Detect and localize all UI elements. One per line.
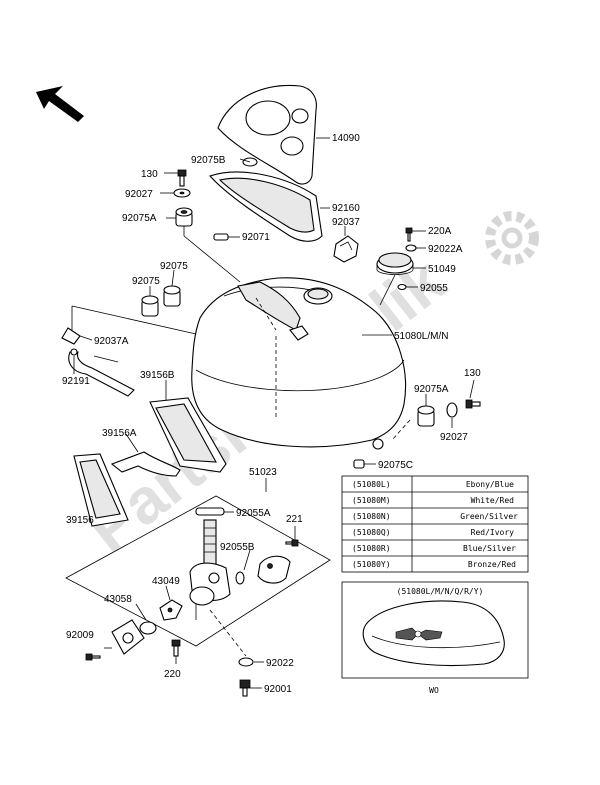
table-code: (51080Q) bbox=[352, 528, 391, 537]
panel-39156-part bbox=[73, 453, 129, 527]
oring-92055B-part bbox=[235, 571, 245, 585]
meter-cover-part bbox=[217, 84, 317, 185]
washer-92022A-part bbox=[405, 244, 417, 252]
label-220: 220 bbox=[164, 669, 181, 680]
lever-43049-part bbox=[159, 599, 183, 621]
washer-92027-right-part bbox=[446, 402, 458, 418]
table-code: (51080N) bbox=[352, 512, 391, 521]
table-color: Red/Ivory bbox=[471, 528, 515, 537]
table-code: (51080R) bbox=[352, 544, 391, 553]
screw-92009-part bbox=[85, 653, 101, 661]
washer-92027-part bbox=[173, 188, 191, 198]
washer-92022-part bbox=[238, 657, 254, 667]
label-92022: 92022 bbox=[266, 658, 294, 669]
bolt-130-part bbox=[177, 169, 187, 187]
label-92075A-right: 92075A bbox=[414, 384, 449, 395]
fuel-tank-51080-part bbox=[191, 277, 407, 450]
label-51080: 51080L/M/N bbox=[394, 331, 448, 342]
fuel-cock-body-part bbox=[189, 519, 231, 620]
table-row: (51080L) Ebony/Blue bbox=[352, 480, 514, 489]
wing-emblem-icon bbox=[395, 627, 443, 641]
label-43049: 43049 bbox=[152, 576, 180, 587]
label-92055A: 92055A bbox=[236, 508, 271, 519]
table-color: White/Red bbox=[471, 496, 515, 505]
damper-92075C-part bbox=[353, 459, 365, 469]
screw-220-part bbox=[171, 639, 181, 657]
bolt-130-right-part bbox=[465, 399, 481, 409]
damper-92075-pair-part bbox=[141, 285, 181, 317]
plate-92009-part bbox=[111, 619, 145, 655]
label-92075-upper: 92075 bbox=[160, 261, 188, 272]
label-39156A: 39156A bbox=[102, 428, 137, 439]
bolt-92001-part bbox=[239, 679, 251, 697]
gear-icon bbox=[485, 211, 539, 265]
label-92009: 92009 bbox=[66, 630, 94, 641]
tank-emblem-inset: (51080L/M/N/Q/R/Y) WO bbox=[341, 581, 529, 695]
label-92075B: 92075B bbox=[191, 155, 226, 166]
label-92075-lower: 92075 bbox=[132, 276, 160, 287]
part-labels: 14090 92075B 130 92027 92075A 92160 9203… bbox=[62, 133, 481, 695]
panel-39156A-part bbox=[110, 451, 181, 477]
label-92055B: 92055B bbox=[220, 542, 255, 553]
table-code: (51080M) bbox=[352, 496, 391, 505]
label-92160: 92160 bbox=[332, 203, 360, 214]
label-39156: 39156 bbox=[66, 515, 94, 526]
panel-39156B-part bbox=[149, 397, 227, 473]
inset-note: WO bbox=[429, 686, 439, 695]
front-direction-arrow-icon bbox=[36, 86, 84, 122]
table-color: Bronze/Red bbox=[468, 560, 516, 569]
label-39156B: 39156B bbox=[140, 370, 175, 381]
screw-220A-part bbox=[405, 227, 413, 242]
label-92191: 92191 bbox=[62, 376, 90, 387]
table-row: (51080Y) Bronze/Red bbox=[352, 560, 516, 569]
oring-43058-part bbox=[139, 621, 157, 635]
table-color: Blue/Silver bbox=[463, 544, 516, 553]
label-14090: 14090 bbox=[332, 133, 360, 144]
clamp-92037-part bbox=[333, 235, 359, 263]
label-92037: 92037 bbox=[332, 217, 360, 228]
label-92027-right: 92027 bbox=[440, 432, 468, 443]
hose-92191-part bbox=[68, 348, 135, 397]
label-92037A: 92037A bbox=[94, 336, 129, 347]
label-92055: 92055 bbox=[420, 283, 448, 294]
table-row: (51080N) Green/Silver bbox=[352, 512, 518, 521]
damper-92075A-right-part bbox=[417, 405, 435, 427]
label-92001: 92001 bbox=[264, 684, 292, 695]
clip-92037A-part bbox=[61, 327, 81, 345]
label-51049: 51049 bbox=[428, 264, 456, 275]
label-51023: 51023 bbox=[249, 467, 277, 478]
gasket-92160-part bbox=[209, 171, 323, 242]
table-color: Green/Silver bbox=[460, 512, 518, 521]
fuel-cap-51049-part bbox=[376, 252, 414, 275]
table-code: (51080Y) bbox=[352, 560, 391, 569]
label-92027-top: 92027 bbox=[125, 189, 153, 200]
table-color: Ebony/Blue bbox=[466, 480, 514, 489]
label-92075A-top: 92075A bbox=[122, 213, 157, 224]
label-130-top: 130 bbox=[141, 169, 158, 180]
color-variant-table: (51080L) Ebony/Blue (51080M) White/Red (… bbox=[341, 475, 529, 573]
oring-92055-part bbox=[397, 283, 407, 291]
label-220A: 220A bbox=[428, 226, 452, 237]
table-row: (51080R) Blue/Silver bbox=[352, 544, 516, 553]
table-row: (51080Q) Red/Ivory bbox=[352, 528, 514, 537]
label-221: 221 bbox=[286, 514, 303, 525]
label-43058: 43058 bbox=[104, 594, 132, 605]
label-92022A: 92022A bbox=[428, 244, 463, 255]
label-130-right: 130 bbox=[464, 368, 481, 379]
gasket-92055A-part bbox=[195, 507, 225, 516]
label-92071: 92071 bbox=[242, 232, 270, 243]
table-row: (51080M) White/Red bbox=[352, 496, 514, 505]
label-92075C: 92075C bbox=[378, 460, 413, 471]
screw-221-part bbox=[285, 539, 299, 547]
table-code: (51080L) bbox=[352, 480, 391, 489]
cover-221-part bbox=[257, 555, 291, 584]
damper-92075A-part bbox=[175, 207, 193, 227]
pin-92071-part bbox=[213, 233, 229, 241]
inset-caption: (51080L/M/N/Q/R/Y) bbox=[397, 587, 484, 596]
